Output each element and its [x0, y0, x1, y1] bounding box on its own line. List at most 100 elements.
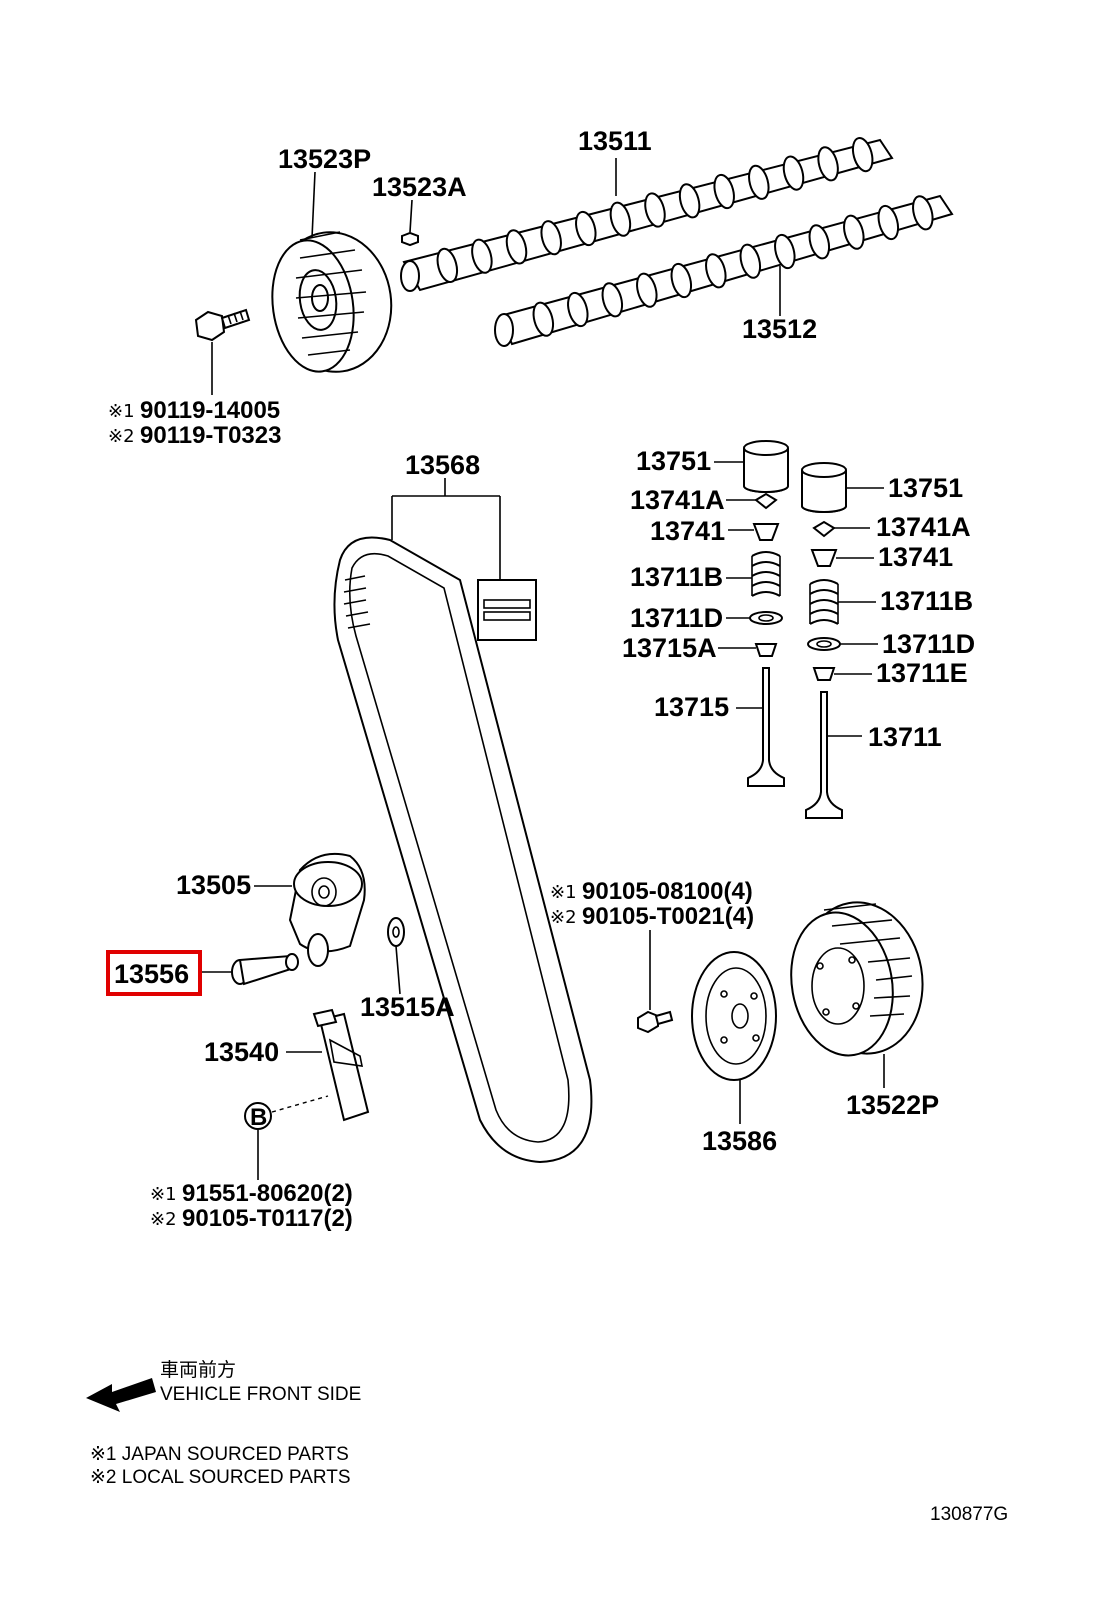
ref-mark: ※2 — [150, 1209, 177, 1230]
front-label-jp: 車両前方 — [160, 1359, 236, 1381]
valve-retainer-right[interactable] — [810, 549, 838, 567]
label-13711D-right: 13711D — [882, 629, 975, 659]
valve-spring-left[interactable] — [751, 551, 781, 597]
cam-lobe — [748, 164, 770, 200]
idler-pulley[interactable] — [288, 852, 366, 967]
label-13741-right: 13741 — [878, 542, 953, 572]
timing-belt[interactable] — [333, 536, 593, 1164]
label-13523P: 13523P — [278, 144, 371, 174]
label-13751-right: 13751 — [888, 473, 963, 503]
front-label-en: VEHICLE FRONT SIDE — [160, 1384, 361, 1405]
camshaft-13512[interactable] — [494, 194, 954, 347]
marker-b-label: B — [250, 1104, 267, 1131]
cam-lobe — [532, 301, 555, 337]
valve-keeper-right[interactable] — [812, 520, 836, 538]
highlight-box — [106, 950, 202, 996]
cam-lobe — [575, 210, 597, 247]
camshaft-timing-pulley[interactable] — [264, 225, 400, 380]
label-13715: 13715 — [654, 692, 729, 722]
label-13711D-left: 13711D — [630, 603, 723, 633]
ref-mark: ※1 — [108, 401, 135, 422]
ref-bolt-pulley-1: 90105-08100(4) — [582, 878, 753, 905]
pulley-bolt[interactable] — [637, 1010, 674, 1034]
label-13515A: 13515A — [360, 992, 455, 1022]
ref-bolt-top-2: 90119-T0323 — [140, 422, 281, 449]
footnote-1: ※1 JAPAN SOURCED PARTS — [90, 1444, 349, 1465]
cam-lobe — [912, 195, 934, 231]
label-13751-left: 13751 — [636, 446, 711, 476]
cam-lobe — [739, 243, 762, 279]
label-13741-left: 13741 — [650, 516, 725, 546]
spring-seat-right[interactable] — [807, 637, 841, 651]
footnote-2: ※2 LOCAL SOURCED PARTS — [90, 1467, 351, 1488]
diagram-id: 130877G — [930, 1504, 1008, 1525]
label-13711E: 13711E — [876, 658, 968, 688]
ref-bolt-b-1: 91551-80620(2) — [182, 1180, 353, 1207]
cam-lobe — [609, 201, 632, 237]
cam-lobe — [644, 192, 666, 228]
cam-lobe — [678, 183, 701, 219]
cam-lobe — [808, 224, 831, 260]
ref-mark: ※1 — [550, 882, 577, 903]
cam-lobe — [705, 253, 727, 289]
label-13741A-left: 13741A — [630, 485, 725, 515]
cam-lobe — [851, 137, 874, 173]
ref-bolt-b-2: 90105-T0117(2) — [182, 1205, 353, 1232]
valve-keeper-left[interactable] — [754, 492, 778, 510]
cam-lobe — [567, 291, 589, 328]
cam-lobe — [774, 233, 796, 270]
cam-lobe — [817, 146, 839, 182]
intake-valve[interactable] — [805, 691, 843, 819]
label-13715A: 13715A — [622, 633, 717, 663]
belt-section-icon — [477, 579, 537, 641]
ref-mark: ※1 — [150, 1184, 177, 1205]
ref-mark: ※2 — [550, 907, 577, 928]
valve-stem-seal-right[interactable] — [812, 667, 836, 681]
valve-lifter-right[interactable] — [801, 462, 847, 513]
cam-lobe — [436, 247, 459, 283]
label-13540: 13540 — [204, 1037, 279, 1067]
cam-lobe — [471, 238, 493, 274]
ref-mark: ※2 — [108, 426, 135, 447]
valve-retainer-left[interactable] — [752, 523, 780, 541]
label-13522P: 13522P — [846, 1090, 939, 1120]
ref-bolt-top-1: 90119-14005 — [140, 397, 280, 424]
label-13741A-right: 13741A — [876, 512, 971, 542]
label-13586: 13586 — [702, 1126, 777, 1156]
crankshaft-pulley[interactable] — [691, 951, 777, 1081]
label-13511: 13511 — [578, 126, 652, 156]
spring-seat-left[interactable] — [749, 611, 783, 625]
cam-lobe — [505, 229, 528, 265]
exhaust-valve[interactable] — [747, 667, 785, 787]
plate-washer[interactable] — [387, 917, 405, 947]
cam-lobe — [843, 214, 865, 250]
cam-lobe — [877, 204, 900, 241]
label-13523A: 13523A — [372, 172, 467, 202]
camshaft-pulley-key[interactable] — [401, 231, 419, 247]
label-13556[interactable]: 13556 — [114, 959, 189, 989]
belt-tensioner[interactable] — [312, 1008, 370, 1122]
camshaft-13511[interactable] — [400, 136, 894, 292]
cam-lobe — [713, 173, 735, 210]
pulley-bolt[interactable] — [194, 308, 251, 342]
label-13711B-left: 13711B — [630, 562, 723, 592]
marker-b: B — [244, 1102, 272, 1131]
front-direction-arrow-icon — [86, 1378, 156, 1412]
crankshaft-timing-pulley[interactable] — [780, 893, 934, 1064]
label-13512: 13512 — [742, 314, 817, 344]
label-13505: 13505 — [176, 870, 251, 900]
cam-lobe — [782, 155, 805, 191]
label-13711: 13711 — [868, 722, 942, 752]
idler-pulley-pin[interactable] — [231, 953, 299, 986]
label-13711B-right: 13711B — [880, 586, 973, 616]
cam-lobe — [601, 282, 624, 318]
valve-stem-seal-left[interactable] — [754, 643, 778, 657]
ref-bolt-pulley-2: 90105-T0021(4) — [582, 903, 754, 930]
label-13568: 13568 — [405, 450, 480, 480]
cam-lobe — [670, 262, 693, 299]
valve-lifter-left[interactable] — [743, 440, 789, 493]
cam-lobe — [636, 272, 658, 308]
cam-lobe — [540, 220, 562, 256]
valve-spring-right[interactable] — [809, 579, 839, 625]
